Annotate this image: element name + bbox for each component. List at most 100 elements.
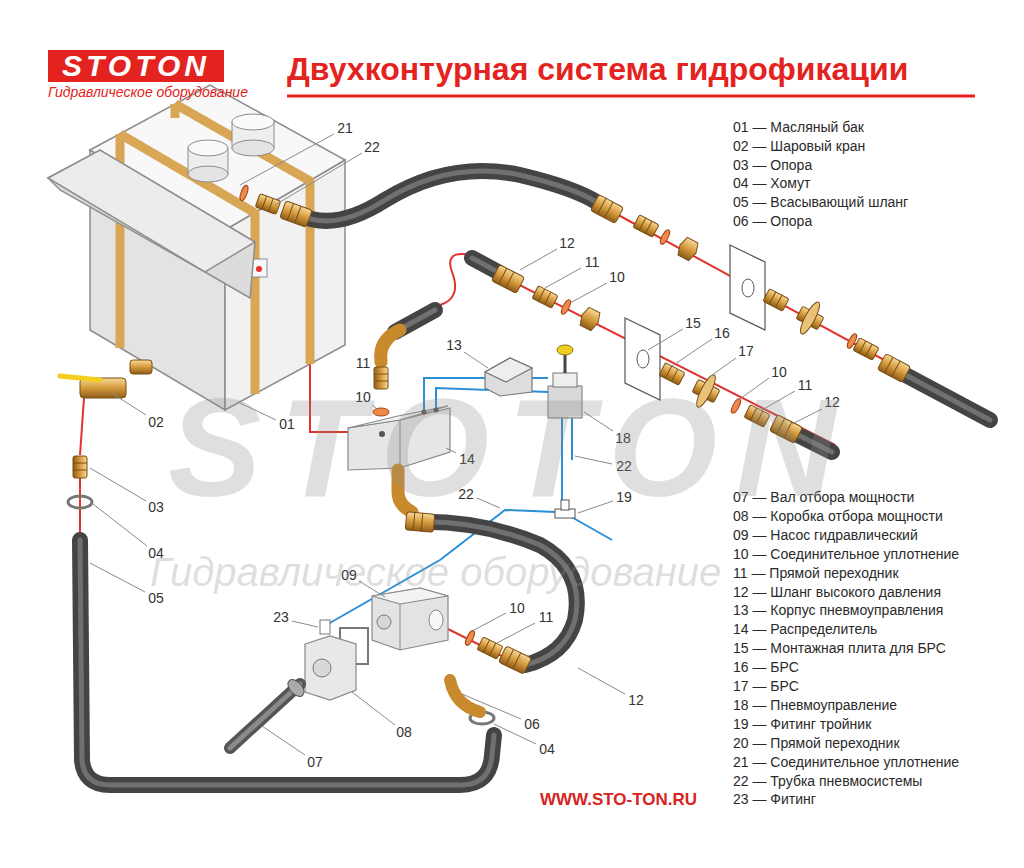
- leader-line: [373, 370, 378, 374]
- pressure-hose: [472, 258, 498, 272]
- seal-washer: [238, 184, 249, 201]
- tank-cap: [188, 166, 228, 182]
- page-title: Двухконтурная система гидрофикации: [287, 50, 908, 88]
- mount-plate: [730, 245, 765, 330]
- parts-list-item: 17 — БРС: [733, 678, 799, 695]
- parts-list-item: 12 — Шланг высокого давления: [733, 584, 941, 601]
- hydraulic-pump: [372, 588, 448, 650]
- quick-coupling: [791, 296, 829, 339]
- mount-plate: [637, 350, 649, 368]
- pto-shaft: [230, 684, 300, 748]
- callout-number: 12: [559, 236, 575, 250]
- ball-valve: [60, 376, 126, 398]
- callout-number: 03: [148, 500, 164, 514]
- leader-line: [464, 352, 488, 368]
- straight-adapter: [532, 286, 558, 308]
- logo-text: STOTON: [48, 50, 224, 82]
- pneumatic-line: [568, 515, 612, 540]
- callout-number: 05: [148, 591, 164, 605]
- leader-line: [90, 563, 145, 592]
- oil-tank: [48, 85, 345, 410]
- hydraulic-line: [80, 398, 84, 455]
- ball-valve: [60, 376, 100, 380]
- callout-number: 10: [609, 270, 625, 284]
- leader-line: [352, 692, 395, 725]
- pressure-hose: [472, 258, 498, 272]
- tank-port: [256, 266, 262, 272]
- callout-number: 15: [685, 316, 701, 330]
- tank-bracket: [48, 150, 255, 272]
- leader-line: [672, 339, 712, 366]
- hose-clamp: [68, 496, 92, 508]
- parts-list-item: 16 — БРС: [733, 659, 799, 676]
- pressure-hose: [300, 171, 598, 221]
- parts-list-item: 20 — Прямой переходник: [733, 735, 900, 752]
- leader-line: [570, 283, 607, 303]
- nut: [675, 236, 700, 262]
- support-fitting: [73, 456, 87, 478]
- hydraulic-pump: [429, 610, 443, 630]
- tank-outlet: [130, 360, 152, 374]
- leader-line: [497, 623, 535, 643]
- parts-list-item: 19 — Фитинг тройник: [733, 716, 871, 733]
- callout-number: 11: [356, 356, 371, 370]
- parts-list-item: 23 — Фитинг: [733, 791, 816, 808]
- mount-plate: [742, 279, 754, 297]
- tank-cap: [232, 140, 274, 156]
- mount-plate: [730, 245, 765, 330]
- straight-adapter: [853, 338, 879, 361]
- leader-line: [708, 358, 736, 378]
- tank-cap: [232, 114, 274, 130]
- power-takeoff: [305, 636, 356, 700]
- pressure-hose: [472, 258, 498, 272]
- nut: [577, 306, 602, 332]
- parts-list-item: 03 — Опора: [733, 157, 812, 174]
- tank-cap: [188, 140, 228, 156]
- leader-line: [275, 153, 362, 205]
- seal-washer: [464, 629, 476, 646]
- oil-tank: [171, 104, 180, 118]
- callout-number: 17: [738, 344, 754, 358]
- leader-line: [262, 726, 305, 755]
- straight-adapter: [477, 637, 503, 659]
- hose-end: [498, 646, 531, 674]
- pto-shaft: [230, 677, 307, 748]
- pressure-hose: [900, 372, 990, 420]
- straight-adapter: [633, 215, 659, 238]
- website-url: WWW.STO-TON.RU: [540, 790, 697, 810]
- leader-line: [292, 621, 318, 627]
- fitting: [320, 620, 330, 634]
- seal-washer: [560, 299, 573, 316]
- hose-end: [280, 201, 312, 227]
- callout-number: 11: [539, 610, 554, 624]
- callout-number: 02: [148, 415, 164, 429]
- hydraulic-pump: [372, 588, 448, 650]
- callout-number: 10: [509, 601, 525, 615]
- leader-line: [462, 694, 521, 719]
- parts-list-item: 04 — Хомут: [733, 175, 811, 192]
- parts-list-item: 10 — Соединительное уплотнение: [733, 546, 959, 563]
- hose-end: [590, 194, 623, 223]
- elbow-fitting: [450, 680, 480, 712]
- tank-bracket: [48, 150, 255, 298]
- leader-line: [90, 468, 146, 501]
- callout-number: 21: [337, 121, 353, 135]
- parts-list-item: 09 — Насос гидравлический: [733, 527, 918, 544]
- callout-number: 11: [585, 255, 600, 269]
- parts-list-item: 06 — Опора: [733, 213, 812, 230]
- hydraulic-line: [440, 254, 500, 305]
- power-takeoff: [313, 659, 331, 677]
- watermark: STOTON: [168, 378, 854, 518]
- parts-list-item: 14 — Распределитель: [733, 621, 877, 638]
- parts-list-item: 21 — Соединительное уплотнение: [733, 754, 959, 771]
- callout-number: 22: [364, 140, 380, 154]
- hose-end: [491, 265, 524, 294]
- parts-list-item: 05 — Всасывающий шланг: [733, 194, 908, 211]
- leader-line: [578, 668, 625, 694]
- callout-number: 12: [628, 693, 644, 707]
- pto-shaft: [230, 684, 300, 748]
- parts-list-item: 02 — Шаровый кран: [733, 138, 865, 155]
- tank-bracket: [48, 150, 255, 298]
- leader-line: [93, 504, 147, 546]
- pressure-hose: [300, 171, 598, 221]
